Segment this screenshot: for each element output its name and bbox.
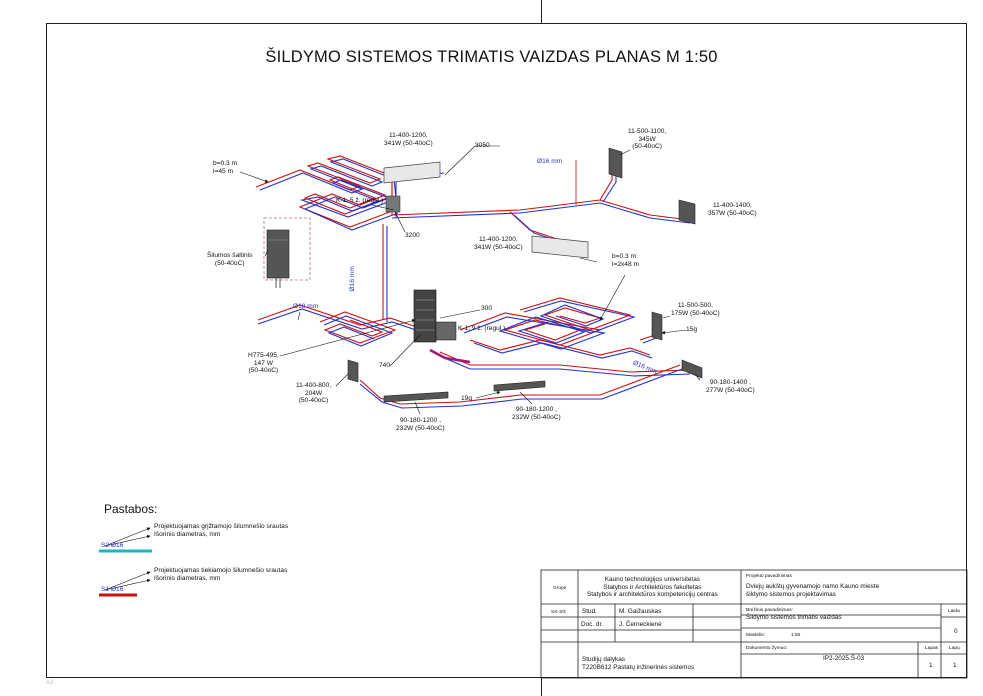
label-radiator-middle: 11-400-1200, 341W (50-40oC) (474, 236, 523, 251)
tb-subject: Studijų dalykas T220B612 Pastatų inžiner… (582, 656, 695, 671)
radiator-middle (531, 235, 589, 259)
label-dim-3050: 3050 (475, 142, 490, 149)
tb-role-stud: Stud. (582, 608, 597, 615)
note-return-line1: Projektuojamas grįžtamojo šilumnešio sra… (154, 523, 289, 530)
drawing-frame (46, 23, 967, 678)
tb-scale-value: 1:50 (791, 633, 801, 638)
notes-heading: Pastabos: (104, 502, 158, 516)
label-diameter-18: Ø18 mm (293, 303, 319, 310)
tb-lapu-label: Lapų (949, 646, 960, 651)
upper-floor-loop-left (255, 155, 399, 231)
label-diameter-vertical: Ø16 mm (348, 266, 356, 292)
radiator-top-right (608, 147, 623, 179)
tb-role-doc: Doc. dr. (581, 621, 604, 628)
convector-middle (493, 380, 546, 392)
note-supply-line1: Projektuojamas tiekiamojo šilumnešio sra… (154, 567, 288, 574)
tb-lapas-label: Lapas (925, 646, 939, 651)
tb-name-doc: J. Černeckienė (619, 621, 662, 628)
tb-project-name-label: Projekto pavadinimas (746, 574, 792, 579)
tb-lapu-value: 1 (953, 662, 957, 669)
title-block-grid (540, 569, 968, 679)
lower-floor-loops (257, 297, 660, 359)
label-heat-source: Šilumos šaltinis (50-40oC) (207, 252, 253, 267)
label-loop-mid-right: b=0.3 m l=2x48 m (612, 253, 639, 268)
label-radiator-top-center: 11-400-1200, 341W (50-40oC) (384, 132, 433, 147)
label-radiator-small-right: 11-500-500, 175W (50-40oC) (671, 302, 720, 317)
label-dim-740: 740 (379, 362, 391, 369)
tb-laida-value: 0 (954, 628, 958, 635)
label-k1-mid: K-1, 9 ž. (regul.) (458, 325, 506, 332)
label-convector-middle: 90-180-1200 , 232W (50-40oC) (512, 406, 561, 421)
radiator-top-center (383, 161, 441, 184)
label-towel-rail: H775-495, 147 W (50-40oC) (248, 352, 279, 375)
heat-source-boiler (263, 217, 311, 288)
radiator-small-right (651, 311, 663, 341)
note-supply-line2: Išorinis diametras, mm (154, 575, 221, 582)
manifold-lower (413, 289, 457, 343)
sheet-bottom-tick (541, 678, 542, 696)
label-dim-300: 300 (481, 305, 493, 312)
label-dim-3200: 3200 (405, 232, 420, 239)
label-radiator-lower-left: 11-400-800, 204W (50-40oC) (296, 382, 332, 405)
radiator-lower-left (347, 359, 359, 383)
label-diameter-top: Ø16 mm (537, 158, 563, 165)
label-count-19: 19g (461, 395, 473, 402)
tb-doc-mark-label: Dokumento žymuo: (746, 646, 788, 651)
tb-university: Kauno technologijos universitetas Statyb… (587, 576, 718, 599)
tb-scale-label: Mastelis: (746, 633, 765, 638)
tb-drawing-name-label: Brėžinio pavadinimas: (746, 608, 793, 613)
label-radiator-right-upper: 11-400-1400, 357W (50-40oC) (708, 202, 757, 217)
lower-perimeter-mains (359, 348, 691, 409)
tb-doc-mark: IP2-2025.Š-03 (823, 655, 865, 662)
tb-name-stud: M. Gaižauskas (619, 608, 662, 615)
tb-drawing-name: Šildymo sistemos trimatis vaizdas (746, 614, 842, 621)
tb-group-code: SS-3/3 (551, 610, 566, 615)
legend-swatches (99, 527, 152, 597)
note-return-code: S2 Ø16 (101, 542, 124, 549)
label-convector-left: 90-180-1200 , 232W (50-40oC) (396, 417, 445, 432)
convector-right (681, 359, 703, 379)
label-radiator-top-right: 11-500-1100, 345W (50-40oC) (628, 128, 667, 151)
radiator-right-upper (678, 199, 696, 225)
label-convector-right: 90-180-1400 , 277W (50-40oC) (706, 379, 755, 394)
label-k1-top: K-1, 5 ž. (regul.) (336, 197, 384, 204)
title-block: Grupė Kauno technologijos universitetas … (541, 570, 967, 678)
sheet-format-mark: A3 (46, 680, 54, 686)
note-supply-code: S1 Ø16 (101, 586, 124, 593)
label-loop-top-left: b=0.3 m l=45 m (213, 160, 238, 175)
note-return-line2: Išorinis diametras, mm (154, 531, 221, 538)
tb-grupe-label: Grupė (553, 586, 567, 591)
tb-project-name: Dviejų aukštų gyvenamojo namo Kauno mies… (746, 583, 880, 598)
manifold-upper (385, 195, 401, 213)
convector-left (383, 391, 449, 403)
leader-lines (239, 145, 701, 415)
tb-lapas-value: 1 (929, 662, 933, 669)
sheet-top-tick (541, 0, 542, 23)
drawing-title: ŠILDYMO SISTEMOS TRIMATIS VAIZDAS PLANAS… (265, 48, 718, 66)
label-count-15: 15g (686, 326, 698, 333)
tb-laida-label: Laida (948, 609, 960, 614)
